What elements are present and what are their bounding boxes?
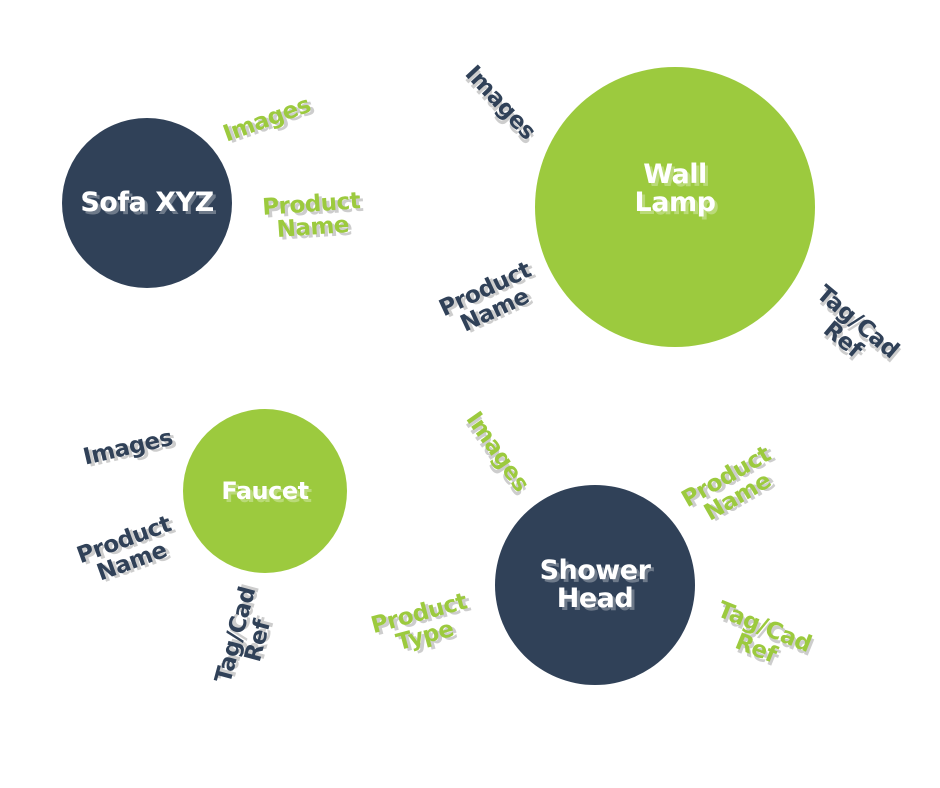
bubble-title-line: Head <box>556 583 634 614</box>
tag-sofa-product-name: Product Name <box>261 188 363 243</box>
bubble-shower-head-title: Shower Head <box>540 557 651 612</box>
bubble-title-line: Wall <box>643 159 707 191</box>
bubble-faucet-title: Faucet <box>221 476 309 505</box>
bubble-sofa-xyz: Sofa XYZ <box>62 118 232 288</box>
tag-sofa-images: Images <box>219 92 315 148</box>
bubble-title-line: Lamp <box>634 187 716 218</box>
bubble-wall-lamp: Wall Lamp <box>535 67 815 347</box>
bubble-title-line: Sofa XYZ <box>80 187 214 219</box>
bubble-faucet: Faucet <box>183 409 347 573</box>
tag-shower-head-tag-cad-ref: Tag/Cad Ref <box>706 597 815 678</box>
tag-wall-lamp-images: Images <box>459 60 541 145</box>
tag-faucet-product-name: Product Name <box>74 511 181 589</box>
tag-shower-head-product-type: Product Type <box>368 589 475 660</box>
bubble-shower-head: Shower Head <box>495 485 695 685</box>
tag-line: Name <box>275 211 350 243</box>
tag-shower-head-product-name: Product Name <box>677 441 785 531</box>
tag-shower-head-images: Images <box>460 407 534 497</box>
tag-line: Images <box>459 60 541 145</box>
bubble-wall-lamp-title: Wall Lamp <box>635 161 716 216</box>
tag-wall-lamp-product-name: Product Name <box>435 257 544 341</box>
tag-faucet-images: Images <box>80 424 176 471</box>
tag-wall-lamp-tag-cad-ref: Tag/Cad Ref <box>798 281 903 380</box>
tag-line: Images <box>80 424 176 471</box>
bubble-title-line: Faucet <box>221 476 309 505</box>
bubble-sofa-xyz-title: Sofa XYZ <box>80 187 214 219</box>
tag-line: Images <box>219 92 315 148</box>
tag-line: Images <box>460 407 534 497</box>
bubble-title-line: Shower <box>539 555 651 587</box>
tag-faucet-tag-cad-ref: Tag/Cad Ref <box>211 584 281 692</box>
